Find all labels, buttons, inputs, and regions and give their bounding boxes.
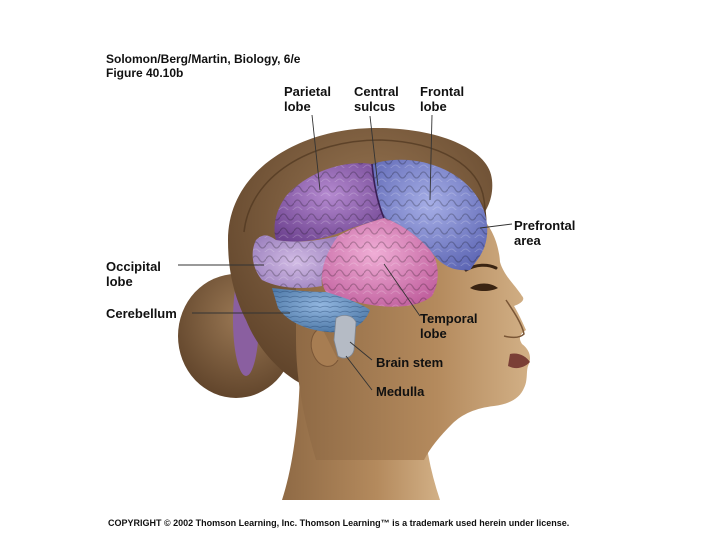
label-brain-stem: Brain stem [376, 355, 443, 370]
header-citation: Solomon/Berg/Martin, Biology, 6/e [106, 52, 300, 66]
label-medulla: Medulla [376, 384, 424, 399]
copyright-notice: COPYRIGHT © 2002 Thomson Learning, Inc. … [108, 518, 569, 529]
brain-stem [334, 315, 356, 358]
figure-number: Figure 40.10b [106, 66, 183, 80]
label-cerebellum: Cerebellum [106, 306, 177, 321]
